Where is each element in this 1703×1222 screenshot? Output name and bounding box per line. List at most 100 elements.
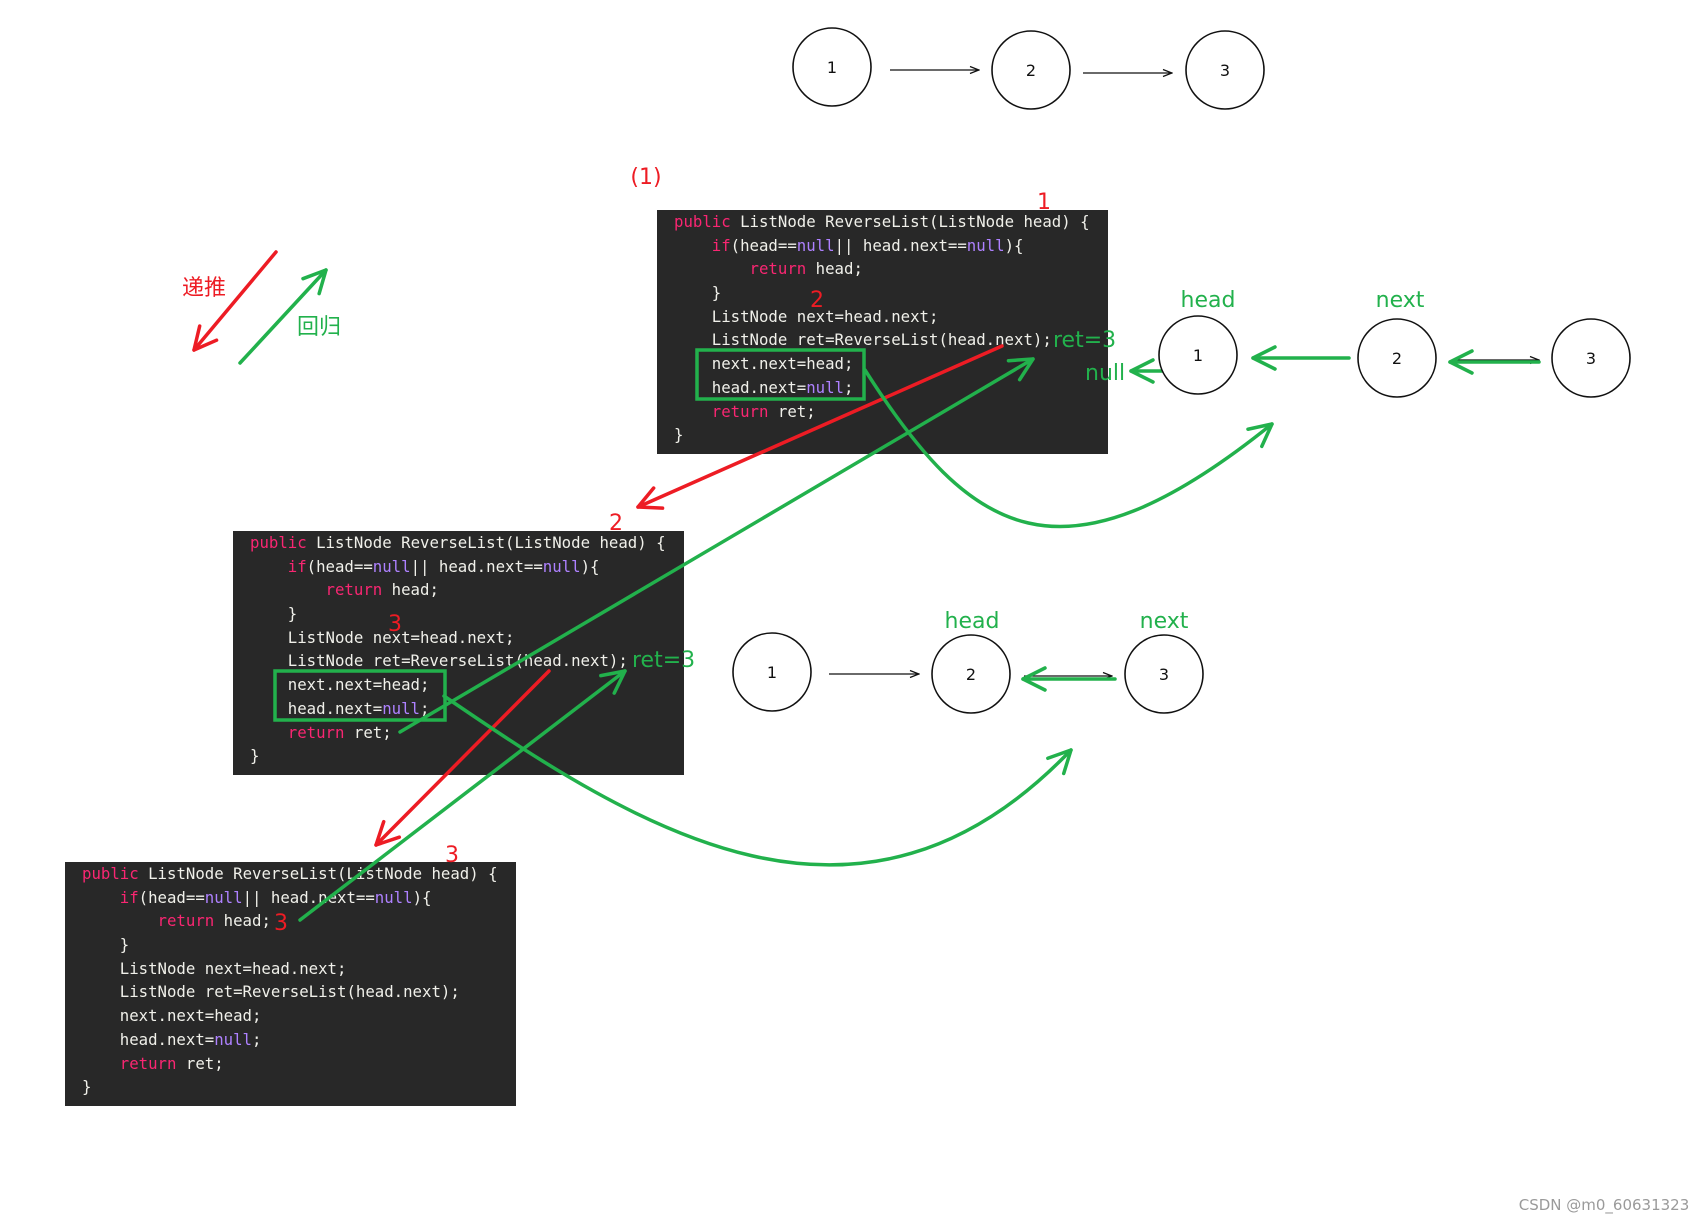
code-token-plain: ret; bbox=[768, 401, 816, 421]
code-token-plain: ListNode next=head.next; bbox=[287, 627, 515, 647]
code-line: } bbox=[674, 423, 1108, 447]
code-token-plain: next.next=head; bbox=[711, 354, 854, 374]
top-list-node-3: 3 bbox=[1185, 30, 1265, 110]
code-token-plain: (head== bbox=[138, 887, 205, 907]
code-token-plain: } bbox=[250, 746, 260, 766]
code-token-literal: null bbox=[374, 887, 413, 907]
code-token-plain: ){ bbox=[580, 556, 600, 576]
code-token-plain: next.next=head; bbox=[287, 675, 430, 695]
code-token-plain: || head.next== bbox=[242, 887, 375, 907]
code-token-plain: ; bbox=[844, 377, 854, 397]
code-token-plain: || head.next== bbox=[834, 235, 967, 255]
watermark: CSDN @m0_60631323 bbox=[1519, 1196, 1690, 1215]
code-line: head.next=null; bbox=[674, 376, 1108, 400]
code-line: if(head==null|| head.next==null){ bbox=[674, 234, 1108, 258]
code-line: ListNode next=head.next; bbox=[250, 626, 684, 650]
code-token-plain: ; bbox=[252, 1029, 262, 1049]
list2-next-label: next bbox=[1140, 609, 1189, 634]
code-line: public ListNode ReverseList(ListNode hea… bbox=[250, 531, 684, 555]
node-value: 2 bbox=[966, 665, 976, 684]
code-line: } bbox=[250, 744, 684, 768]
list1-head-label: head bbox=[1181, 288, 1236, 313]
code-block-call-2: public ListNode ReverseList(ListNode hea… bbox=[233, 531, 684, 775]
step-label: (1) bbox=[630, 165, 661, 190]
code-line: ListNode next=head.next; bbox=[674, 305, 1108, 329]
code-token-keyword: if bbox=[287, 556, 307, 576]
legend-recurse-arrow bbox=[192, 250, 278, 352]
code-token-keyword: return bbox=[711, 401, 769, 421]
code-token-literal: null bbox=[796, 235, 835, 255]
code-token-plain: head.next= bbox=[711, 377, 807, 397]
code-line: ListNode next=head.next; bbox=[82, 957, 516, 981]
code-token-plain: || head.next== bbox=[410, 556, 543, 576]
node-value: 3 bbox=[1586, 349, 1596, 368]
code-block-call-3: public ListNode ReverseList(ListNode hea… bbox=[65, 862, 516, 1106]
node-circle bbox=[792, 27, 872, 107]
legend-recurse-label: 递推 bbox=[182, 276, 226, 301]
code-block-call-1: public ListNode ReverseList(ListNode hea… bbox=[657, 210, 1108, 454]
list2-node-3: 3 bbox=[1124, 634, 1204, 714]
code-token-literal: null bbox=[966, 235, 1005, 255]
code-line: } bbox=[250, 602, 684, 626]
list1-node-3: 3 bbox=[1551, 318, 1631, 398]
code-line: return head; bbox=[82, 909, 516, 933]
list1-node-2: 2 bbox=[1357, 318, 1437, 398]
node-circle bbox=[1357, 318, 1437, 398]
code-token-literal: null bbox=[542, 556, 581, 576]
node-circle bbox=[1551, 318, 1631, 398]
code-token-keyword: return bbox=[287, 722, 345, 742]
code-token-plain: head; bbox=[214, 911, 271, 931]
node-value: 3 bbox=[1220, 61, 1230, 80]
code-token-plain: ){ bbox=[412, 887, 432, 907]
list2-node-2: 2 bbox=[931, 634, 1011, 714]
code-line: head.next=null; bbox=[82, 1028, 516, 1052]
code-line: head.next=null; bbox=[250, 697, 684, 721]
code-token-keyword: public bbox=[674, 212, 731, 231]
code-token-plain: (head== bbox=[306, 556, 373, 576]
code-token-literal: null bbox=[204, 887, 243, 907]
code-token-plain: head; bbox=[382, 580, 439, 600]
code-token-keyword: return bbox=[749, 259, 807, 279]
list1-node-1: 1 bbox=[1158, 315, 1238, 395]
code-line: return ret; bbox=[250, 721, 684, 745]
node-circle bbox=[1158, 315, 1238, 395]
code-token-literal: null bbox=[372, 556, 411, 576]
node-value: 1 bbox=[827, 58, 837, 77]
node-value: 3 bbox=[1159, 665, 1169, 684]
code-token-plain: ListNode ReverseList(ListNode head) { bbox=[306, 533, 666, 552]
code-token-plain: ListNode ret=ReverseList(head.next); bbox=[711, 330, 1052, 350]
code-line: if(head==null|| head.next==null){ bbox=[82, 886, 516, 910]
code-line: if(head==null|| head.next==null){ bbox=[250, 555, 684, 579]
code-token-keyword: return bbox=[119, 1053, 177, 1073]
node-circle bbox=[732, 632, 812, 712]
code-line: ListNode ret=ReverseList(head.next); bbox=[250, 649, 684, 673]
code-line: next.next=head; bbox=[674, 352, 1108, 376]
code-line: } bbox=[82, 1075, 516, 1099]
code-line: public ListNode ReverseList(ListNode hea… bbox=[674, 210, 1108, 234]
code-token-plain: head.next= bbox=[287, 698, 383, 718]
code-token-plain: head; bbox=[806, 259, 863, 279]
top-list-node-2: 2 bbox=[991, 30, 1071, 110]
code-token-plain: head.next= bbox=[119, 1029, 215, 1049]
code-line: public ListNode ReverseList(ListNode hea… bbox=[82, 862, 516, 886]
code-token-plain: } bbox=[711, 283, 722, 303]
top-list-node-1: 1 bbox=[792, 27, 872, 107]
list2-node-1: 1 bbox=[732, 632, 812, 712]
code-token-plain: ; bbox=[420, 698, 430, 718]
legend-return-label: 回归 bbox=[297, 315, 341, 340]
code-token-plain: } bbox=[82, 1077, 92, 1097]
node-circle bbox=[991, 30, 1071, 110]
list1-next-label: next bbox=[1376, 288, 1425, 313]
code-token-keyword: return bbox=[157, 911, 215, 931]
code-token-literal: null bbox=[382, 698, 420, 718]
list2-head-label: head bbox=[945, 609, 1000, 634]
code-line: next.next=head; bbox=[82, 1004, 516, 1028]
code-line: ListNode ret=ReverseList(head.next); bbox=[82, 980, 516, 1004]
code-token-plain: next.next=head; bbox=[119, 1006, 262, 1026]
node-value: 2 bbox=[1026, 61, 1036, 80]
code-token-keyword: if bbox=[711, 235, 731, 255]
code-token-plain: ListNode next=head.next; bbox=[711, 306, 939, 326]
code-line: } bbox=[82, 933, 516, 957]
node-circle bbox=[1185, 30, 1265, 110]
